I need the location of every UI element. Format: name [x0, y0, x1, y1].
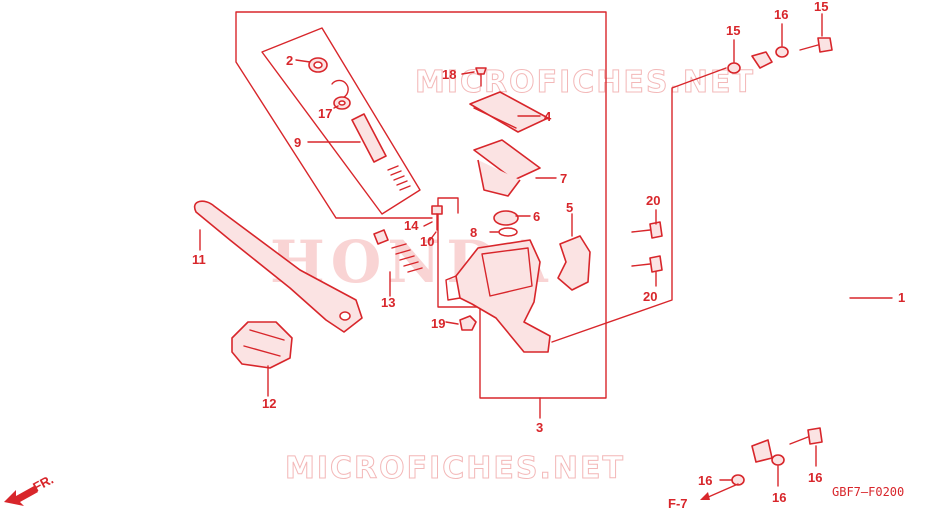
diagram-code: GBF7—F0200 — [832, 485, 904, 499]
part-16-washer-d — [771, 454, 785, 466]
label-part-9: 9 — [294, 135, 301, 150]
label-part-1: 1 — [898, 290, 905, 305]
part-18-screw — [475, 67, 487, 75]
watermark-top: MICROFICHES.NET — [415, 65, 755, 100]
part-16-washer-b — [775, 46, 789, 58]
label-part-12: 12 — [262, 396, 276, 411]
front-direction-icon — [4, 486, 38, 506]
label-part-5: 5 — [566, 200, 573, 215]
part-11-lever — [193, 200, 363, 333]
label-part-15-a: 15 — [814, 0, 828, 14]
label-part-4: 4 — [544, 109, 552, 124]
part-4-reservoir-cap — [469, 91, 549, 133]
label-part-20-a: 20 — [646, 193, 660, 208]
part-1-brake-hose — [759, 61, 861, 451]
part-8-washer — [498, 227, 518, 237]
label-part-11: 11 — [192, 252, 206, 267]
label-part-3: 3 — [536, 420, 543, 435]
part-19-nut — [459, 315, 477, 331]
label-part-15-b: 16 — [808, 470, 822, 485]
leader-hose-link — [551, 67, 727, 343]
part-6-diaphragm — [493, 210, 519, 226]
part-3-master-cylinder — [455, 239, 551, 353]
label-part-17: 17 — [318, 106, 332, 121]
label-part-13: 13 — [381, 295, 395, 310]
ref-label-f7: F-7 — [668, 496, 688, 511]
hose-top-fitting — [751, 51, 773, 69]
part-circlip — [331, 79, 349, 99]
part-16-washer-a — [727, 62, 741, 74]
part-12-switch — [231, 321, 293, 369]
label-part-14: 14 — [404, 218, 419, 233]
label-part-19: 19 — [431, 316, 445, 331]
label-part-18: 18 — [442, 67, 456, 82]
label-part-16-c: 16 — [698, 473, 712, 488]
hose-bottom-fitting — [751, 439, 773, 463]
part-14-bolt — [431, 205, 443, 215]
part-7-plate — [473, 139, 541, 181]
part-20-bolt-b — [649, 255, 663, 273]
piston-kit-outline — [261, 27, 421, 215]
label-part-20-b: 20 — [643, 289, 657, 304]
label-part-16-a: 15 — [726, 23, 740, 38]
part-15-bolt-top — [817, 37, 833, 53]
label-part-16-b: 16 — [774, 7, 788, 22]
label-part-8: 8 — [470, 225, 477, 240]
label-part-10: 10 — [420, 234, 434, 249]
part-5-holder — [557, 235, 591, 291]
part-13-pivot — [373, 229, 389, 245]
label-part-16-d: 16 — [772, 490, 786, 505]
label-part-2: 2 — [286, 53, 293, 68]
part-piston — [351, 113, 387, 163]
label-part-6: 6 — [533, 209, 540, 224]
part-15-bolt-bottom — [807, 427, 823, 445]
part-spring — [387, 165, 411, 191]
label-part-7: 7 — [560, 171, 567, 186]
watermark-bottom: MICROFICHES.NET — [285, 451, 625, 486]
